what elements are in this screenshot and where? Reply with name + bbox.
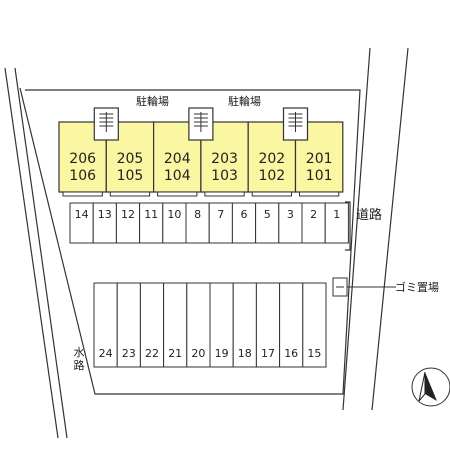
unit-number-upper: 206 (69, 151, 96, 167)
parking-space-number: 17 (261, 347, 275, 360)
unit-number-lower: 104 (164, 168, 191, 184)
balcony (109, 191, 151, 197)
parking-space-number: 13 (98, 208, 112, 221)
unit-number-upper: 205 (117, 151, 144, 167)
stair-icon (93, 107, 119, 141)
parking-space (302, 282, 327, 368)
parking-space-number: 16 (284, 347, 298, 360)
left-boundary-line (4, 67, 59, 439)
bicycle-parking-label: 駐輪場 (136, 94, 169, 108)
garbage-label: ゴミ置場 (395, 280, 439, 294)
balcony (157, 191, 198, 197)
parking-space-number: 3 (287, 208, 294, 221)
road-bracket (345, 201, 351, 251)
balcony (62, 191, 103, 197)
parking-space-number: 12 (121, 208, 135, 221)
unit-number-lower: 102 (258, 168, 285, 184)
parking-row-bottom: 24 23 22 21 20 19 18 17 16 15 (93, 282, 327, 368)
parking-space-number: 5 (264, 208, 271, 221)
waterway-label: 水路 (74, 346, 85, 372)
unit-number-upper: 201 (306, 151, 333, 167)
apartment-unit (105, 121, 155, 193)
unit-number-lower: 106 (69, 168, 96, 184)
road-label: 道路 (356, 207, 382, 223)
balcony (299, 191, 340, 197)
parking-space-number: 20 (191, 347, 205, 360)
parking-space-number: 14 (75, 208, 89, 221)
unit-number-lower: 103 (211, 168, 238, 184)
left-boundary-line-inner (14, 67, 68, 439)
bicycle-parking-label: 駐輪場 (228, 94, 261, 108)
parking-space-number: 8 (194, 208, 201, 221)
unit-number-lower: 105 (117, 168, 144, 184)
parking-space-number: 24 (99, 347, 113, 360)
parking-space-number: 15 (307, 347, 321, 360)
parking-space-number: 10 (167, 208, 181, 221)
parking-space-number: 18 (238, 347, 252, 360)
parking-space-number: 21 (168, 347, 182, 360)
unit-number-upper: 202 (258, 151, 285, 167)
unit-number-lower: 101 (306, 168, 333, 184)
unit-number-upper: 204 (164, 151, 191, 167)
parking-space-number: 19 (215, 347, 229, 360)
parking-space-number: 6 (241, 208, 248, 221)
parking-space-number: 11 (144, 208, 158, 221)
balcony (251, 191, 292, 197)
parking-row-top: 14 13 12 11 10 8 7 6 5 3 2 1 (69, 202, 349, 244)
stair-icon (188, 107, 214, 141)
balcony (204, 191, 245, 197)
parking-space-number: 23 (122, 347, 136, 360)
parking-space-number: 22 (145, 347, 159, 360)
parking-space-number: 2 (310, 208, 317, 221)
parking-space-number: 7 (217, 208, 224, 221)
property-boundary (19, 87, 361, 395)
stair-icon (282, 107, 309, 141)
road-line-left (342, 47, 371, 411)
road-line-right (371, 47, 409, 411)
parking-space (324, 202, 349, 244)
unit-number-upper: 203 (211, 151, 238, 167)
parking-space-number: 1 (333, 208, 340, 221)
north-arrow-icon (411, 367, 450, 407)
